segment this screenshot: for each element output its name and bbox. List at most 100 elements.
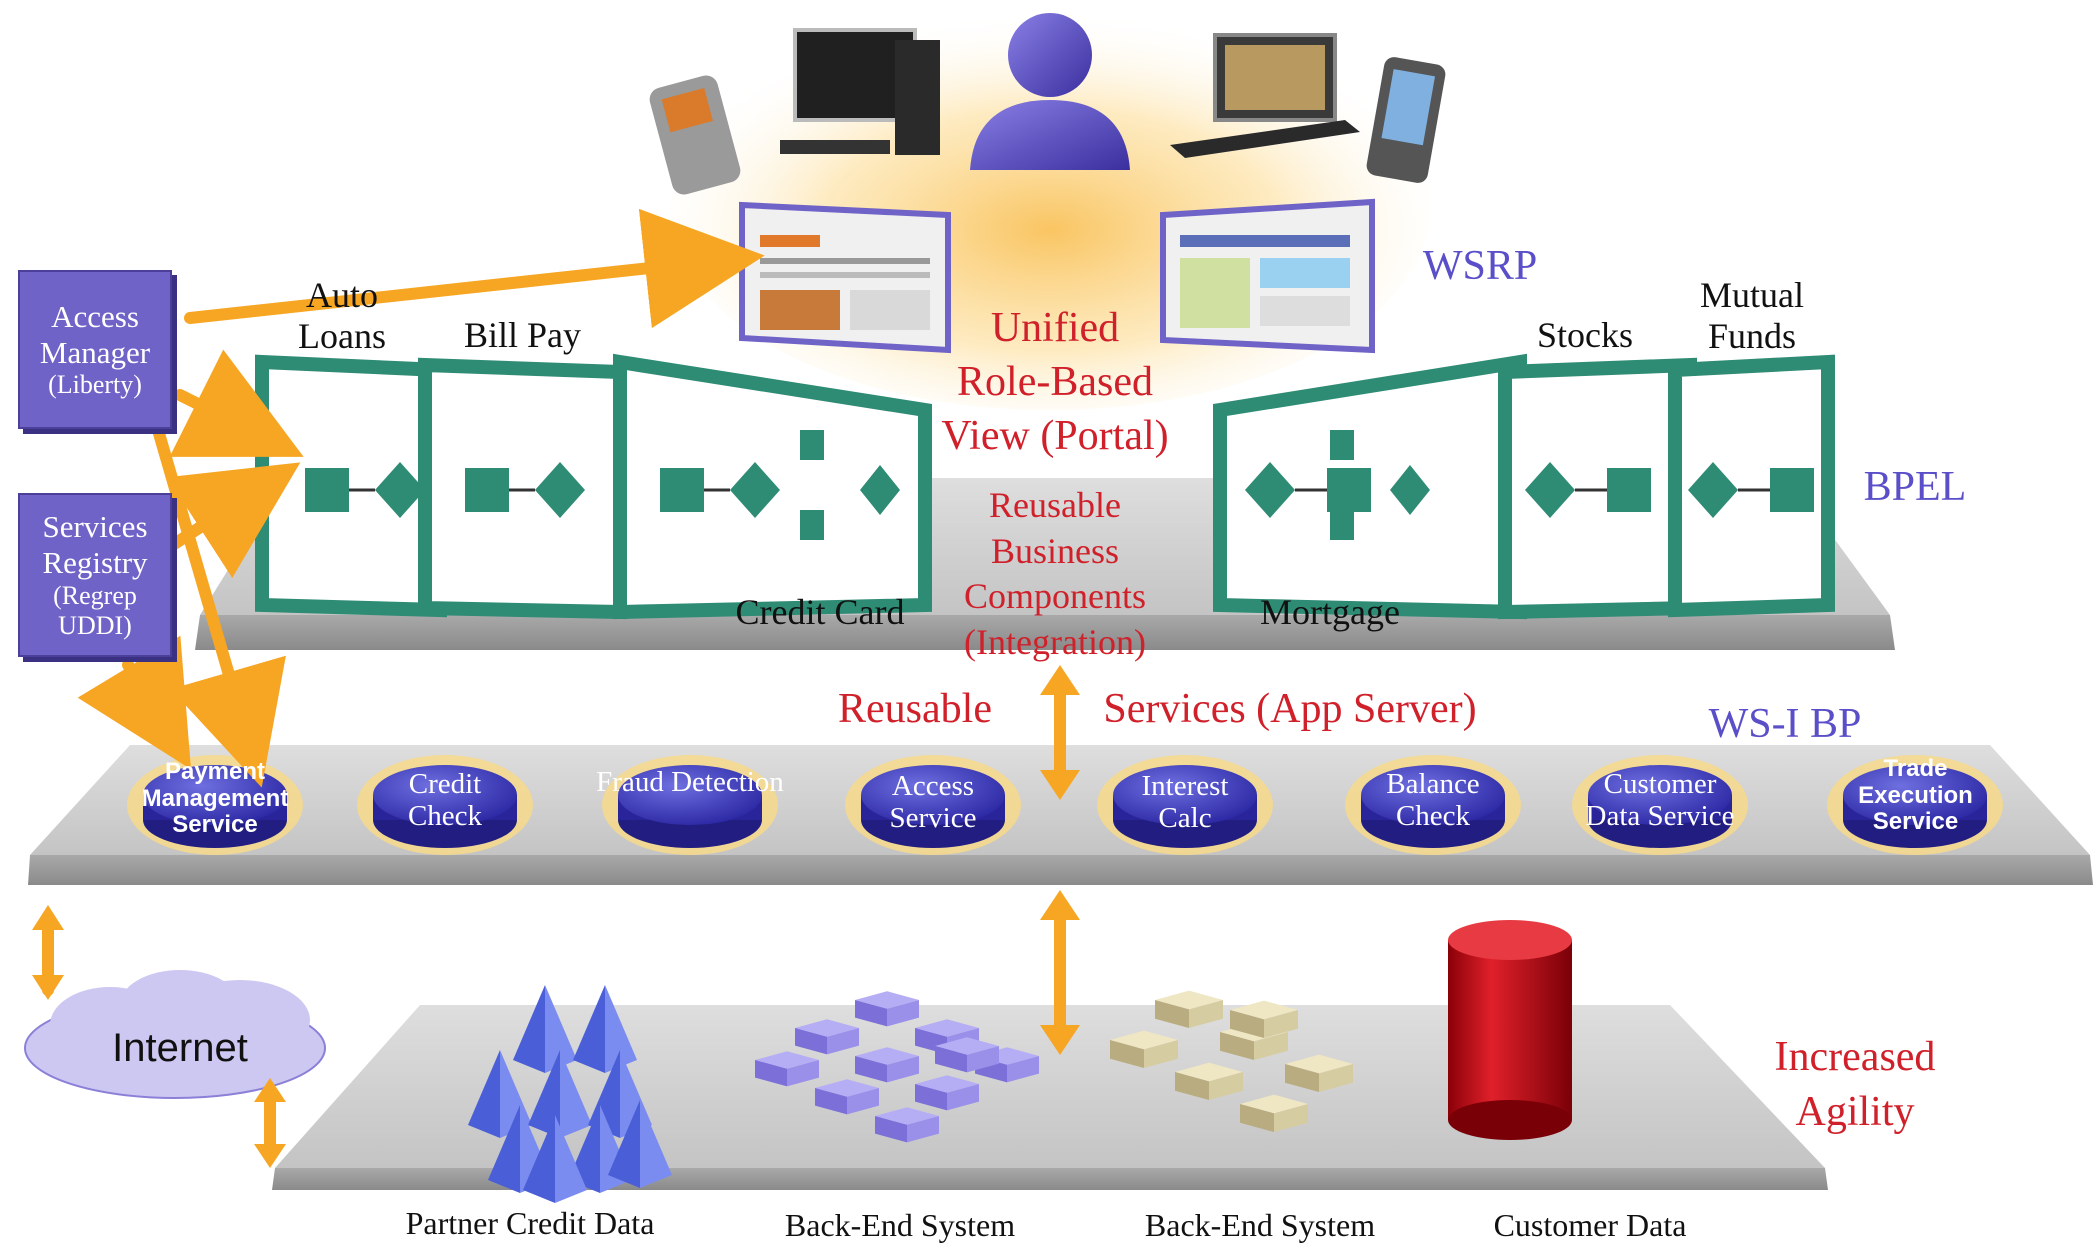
services-registry-box[interactable]: Services Registry (Regrep UDDI) bbox=[18, 493, 172, 657]
label-agility: Agility bbox=[1795, 1088, 1915, 1135]
service-disk-top bbox=[1113, 765, 1257, 825]
label-stocks: Stocks bbox=[1536, 315, 1633, 355]
user-icon bbox=[970, 13, 1130, 170]
portal-screen-right bbox=[1160, 198, 1375, 354]
label-auto-loans: Auto Loans bbox=[282, 275, 402, 358]
label-unified-1: Unified bbox=[990, 305, 1120, 351]
service-disk-1 bbox=[357, 755, 533, 855]
service-balance-check[interactable]: Balance Check bbox=[1353, 758, 1513, 843]
tan-block-1-right bbox=[1254, 1032, 1288, 1061]
access-manager-line2: Manager bbox=[39, 334, 151, 370]
window-bill-pay-decision bbox=[535, 462, 585, 518]
pyramid-left-5 bbox=[488, 1105, 520, 1193]
service-disk-top bbox=[618, 765, 762, 825]
service-payment-3: Service bbox=[172, 811, 258, 839]
service-payment-2: Management bbox=[141, 784, 289, 812]
window-auto-loans bbox=[255, 354, 447, 618]
purple-cube-6-left bbox=[755, 1060, 787, 1087]
services-registry-line2: Registry bbox=[42, 545, 148, 581]
label-customer-data: Customer Data bbox=[1493, 1207, 1687, 1243]
label-increased: Increased bbox=[1774, 1034, 1936, 1080]
label-mutual-funds: Mutual Funds bbox=[1682, 275, 1822, 358]
service-trade-3: Service bbox=[1872, 808, 1959, 836]
service-disk-top bbox=[1843, 765, 1987, 825]
service-fraud-1: Fraud Detection bbox=[596, 765, 784, 798]
label-wsrp: WSRP bbox=[1422, 243, 1538, 289]
service-interest-calc[interactable]: Interest Calc bbox=[1105, 760, 1265, 845]
tan-block-4-top bbox=[1175, 1062, 1243, 1082]
tan-block-6-right bbox=[1264, 1010, 1298, 1039]
label-mortgage: Mortgage bbox=[1260, 592, 1400, 632]
branch-step-top bbox=[1330, 430, 1354, 460]
tan-block-2-left bbox=[1285, 1064, 1319, 1093]
service-customer-data[interactable]: Customer Data Service bbox=[1570, 758, 1750, 843]
service-payment-1: Payment bbox=[164, 758, 266, 786]
credit-card-branch bbox=[800, 430, 900, 540]
tan-block-5-top bbox=[1240, 1094, 1308, 1114]
label-back-end-system-1: Back-End System bbox=[784, 1207, 1016, 1243]
access-manager-box[interactable]: Access Manager (Liberty) bbox=[18, 270, 172, 429]
service-trade-2: Execution bbox=[1858, 781, 1973, 809]
label-reusable-business-1: Reusable bbox=[989, 485, 1121, 525]
window-stocks bbox=[1498, 357, 1697, 620]
tan-block-6-left bbox=[1230, 1010, 1264, 1039]
arrow-access-to-services bbox=[152, 424, 286, 788]
window-auto-loans-decision bbox=[375, 462, 425, 518]
tan-block-2-top bbox=[1285, 1054, 1353, 1074]
service-balance-2: Check bbox=[1395, 799, 1471, 832]
window-mutual-funds bbox=[1668, 354, 1835, 618]
label-unified-3: View (Portal) bbox=[941, 412, 1169, 459]
service-customer-1: Customer bbox=[1603, 767, 1717, 800]
window-credit-card-step bbox=[660, 468, 704, 512]
mortgage-branch bbox=[1330, 430, 1430, 540]
label-reusable-business: Reusable Business Components (Integratio… bbox=[920, 483, 1190, 666]
arrow-access-to-portal bbox=[184, 208, 765, 329]
service-credit-check[interactable]: Credit Check bbox=[365, 758, 525, 843]
label-auto-loans-1: Auto bbox=[306, 275, 378, 315]
service-disk-6 bbox=[1572, 755, 1748, 855]
label-increased-agility: Increased Agility bbox=[1740, 1030, 1970, 1139]
back-end-system-cubes-icon bbox=[755, 991, 1039, 1143]
service-disk-top bbox=[1361, 765, 1505, 825]
service-access-2: Service bbox=[889, 801, 977, 834]
pyramid-left-3 bbox=[528, 1050, 560, 1138]
purple-cube-9-right bbox=[967, 1046, 999, 1073]
purple-cube-6-right bbox=[787, 1060, 819, 1087]
tan-block-5-left bbox=[1240, 1104, 1274, 1133]
label-reusable-business-4: (Integration) bbox=[964, 622, 1146, 663]
service-fraud-detection[interactable]: Fraud Detection bbox=[580, 760, 800, 805]
cell-phone-icon bbox=[649, 75, 741, 195]
service-disk-3 bbox=[845, 755, 1021, 855]
window-mutual-funds-decision bbox=[1688, 462, 1738, 518]
purple-cube-3-right bbox=[827, 1028, 859, 1055]
purple-cube-4-left bbox=[855, 1056, 887, 1083]
label-mutual-funds-2: Funds bbox=[1707, 316, 1797, 357]
pyramid-right-0 bbox=[545, 985, 577, 1073]
branch-step-top bbox=[800, 430, 824, 460]
service-access[interactable]: Access Service bbox=[853, 760, 1013, 845]
label-unified-portal: Unified Role-Based View (Portal) bbox=[905, 302, 1205, 463]
service-trade-execution[interactable]: Trade Execution Service bbox=[1833, 750, 1998, 842]
label-reusable-business-2: Business bbox=[990, 530, 1120, 571]
service-disk-7 bbox=[1827, 755, 2003, 855]
purple-cube-3-left bbox=[795, 1028, 827, 1055]
tan-block-4-right bbox=[1209, 1072, 1243, 1101]
services-registry-line1: Services bbox=[42, 509, 148, 545]
label-back-end-system-2: Back-End System bbox=[1144, 1207, 1376, 1243]
tan-block-3-top bbox=[1110, 1030, 1178, 1050]
service-payment-management[interactable]: Payment Management Service bbox=[135, 753, 295, 845]
tan-block-0-right bbox=[1189, 1000, 1223, 1029]
purple-cube-7-right bbox=[847, 1088, 879, 1115]
back-end-system-blocks-icon bbox=[1110, 990, 1353, 1133]
tan-block-3-left bbox=[1110, 1040, 1144, 1069]
label-partner-credit-data: Partner Credit Data bbox=[405, 1205, 655, 1241]
tan-block-0-left bbox=[1155, 1000, 1189, 1029]
window-auto-loans-step bbox=[305, 468, 349, 512]
label-credit-card: Credit Card bbox=[735, 592, 905, 632]
label-internet: Internet bbox=[112, 1026, 248, 1070]
service-balance-1: Balance bbox=[1386, 767, 1480, 800]
window-mortgage-decision bbox=[1245, 462, 1295, 518]
purple-cube-4-right bbox=[887, 1056, 919, 1083]
service-disk-2 bbox=[602, 755, 778, 855]
pyramid-right-7 bbox=[555, 1115, 587, 1203]
